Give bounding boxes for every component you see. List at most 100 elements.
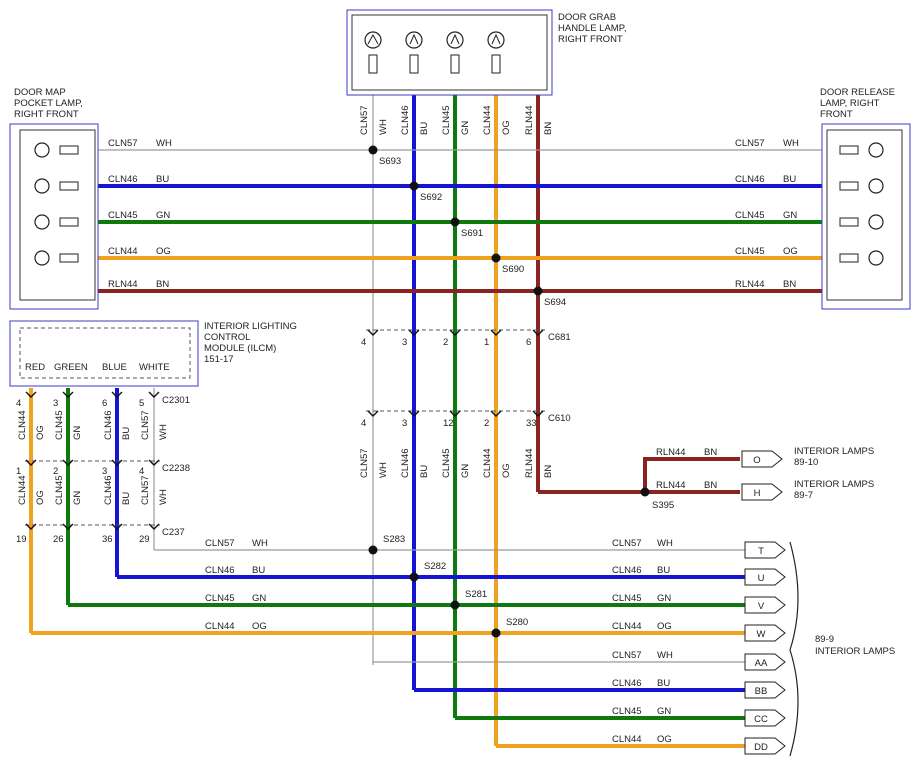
connector-label: C681 — [548, 332, 571, 343]
ilcm-title-1: INTERIOR LIGHTING — [204, 321, 297, 332]
splice-dot — [450, 600, 460, 610]
dest-label: INTERIOR LAMPS — [815, 646, 895, 657]
ilcm-module: RED GREEN BLUE WHITE INTERIOR LIGHTING C… — [9, 320, 297, 387]
wire-label-color: OG — [156, 246, 171, 257]
splice-label: S694 — [544, 297, 566, 308]
connector-pin-icon — [148, 523, 160, 530]
connector-pin-label: 19 — [16, 534, 27, 545]
wire-label-color: BU — [657, 565, 670, 576]
ilcm-pin-white: WHITE — [139, 362, 170, 373]
ilcm-pin-green: GREEN — [54, 362, 88, 373]
connector-pin-icon — [490, 410, 502, 417]
wire-label-circuit: RLN44 — [656, 480, 686, 491]
wire-label-circuit: CLN45 — [612, 706, 642, 717]
dest-label: 89-7 — [794, 490, 813, 501]
wire-label-color: WH — [378, 462, 389, 478]
connector-pin-icon — [25, 459, 37, 466]
terminal-connector — [744, 737, 786, 755]
wire-label-circuit: CLN44 — [482, 448, 493, 478]
connector-pin-icon — [367, 329, 379, 336]
lamp-bulb-icon — [364, 31, 505, 49]
wire-label-circuit: CLN44 — [612, 621, 642, 632]
terminal-pin-label: AA — [755, 658, 768, 669]
splice-layer — [25, 145, 650, 638]
splice-label: S281 — [465, 589, 487, 600]
wire-label-circuit: RLN44 — [524, 105, 535, 135]
terminal-connector — [744, 568, 786, 586]
wire-label-color: GN — [460, 121, 471, 135]
wire-label-circuit: CLN45 — [205, 593, 235, 604]
wire-label-color: WH — [158, 424, 169, 440]
connector-pin-icon — [532, 410, 544, 417]
wire-label-circuit: CLN45 — [441, 448, 452, 478]
connector-pin-label: 1 — [484, 337, 489, 348]
wire-label-circuit: CLN57 — [140, 475, 151, 505]
connector-pin-label: 3 — [53, 398, 58, 409]
connector-pin-label: 2 — [443, 337, 448, 348]
connector-pin-label: 3 — [402, 418, 407, 429]
terminal-pin-label: BB — [755, 686, 768, 697]
connector-pin-icon — [111, 459, 123, 466]
wire-label-color: WH — [156, 138, 172, 149]
connector-pin-icon — [62, 523, 74, 530]
wire-label-color: GN — [460, 464, 471, 478]
resistor-icon — [59, 145, 79, 263]
wire-label-circuit: CLN46 — [400, 105, 411, 135]
release-title-3: FRONT — [820, 109, 853, 120]
wire-label-circuit: CLN45 — [441, 105, 452, 135]
terminal-connector — [744, 653, 786, 671]
connector-lines — [25, 329, 545, 526]
ilcm-pin-blue: BLUE — [102, 362, 127, 373]
grab-title-2: HANDLE LAMP, — [558, 23, 626, 34]
connector-pin-icon — [62, 459, 74, 466]
wire-label-circuit: CLN44 — [108, 246, 138, 257]
ilcm-title-4: 151-17 — [204, 354, 234, 365]
wire-label-circuit: CLN57 — [359, 448, 370, 478]
connector-pin-label: 4 — [361, 337, 366, 348]
ilcm-title-2: CONTROL — [204, 332, 250, 343]
wire-label-color: WH — [378, 119, 389, 135]
terminal-pin-label: H — [754, 488, 761, 499]
connector-pin-label: 3 — [102, 466, 107, 477]
wire-label-color: WH — [158, 489, 169, 505]
connector-pin-label: 36 — [102, 534, 113, 545]
wire-label-circuit: CLN57 — [612, 538, 642, 549]
wire-label-color: OG — [252, 621, 267, 632]
splice-dot — [450, 217, 460, 227]
wire-label-circuit: CLN57 — [140, 410, 151, 440]
wire-label-circuit: CLN46 — [400, 448, 411, 478]
wire-label-color: OG — [657, 734, 672, 745]
wire-label-circuit: CLN44 — [612, 734, 642, 745]
terminal-connector — [741, 450, 783, 468]
resistor-icon — [839, 145, 859, 263]
door-grab-handle-lamp: DOOR GRAB HANDLE LAMP, RIGHT FRONT — [346, 9, 626, 96]
connector-pin-icon — [111, 523, 123, 530]
connector-pin-label: 4 — [361, 418, 366, 429]
wire-rln44-to-o — [643, 457, 740, 492]
connector-pin-icon — [62, 391, 74, 398]
wire-label-color: BN — [543, 122, 554, 135]
wire-label-color: GN — [657, 593, 671, 604]
splice-dot — [409, 181, 419, 191]
terminal-pin-label: V — [758, 601, 765, 612]
connector-pin-label: 6 — [102, 398, 107, 409]
splice-dot — [491, 628, 501, 638]
map-title-1: DOOR MAP — [14, 87, 66, 98]
connector-pin-label: 2 — [53, 466, 58, 477]
connector-pin-icon — [490, 329, 502, 336]
wire-label-color: BU — [419, 465, 430, 478]
splice-label: S693 — [379, 156, 401, 167]
wire-label-circuit: CLN57 — [108, 138, 138, 149]
wire-label-circuit: CLN45 — [735, 246, 765, 257]
splice-label: S283 — [383, 534, 405, 545]
splice-dot — [409, 572, 419, 582]
connector-pin-label: 4 — [139, 466, 144, 477]
terminal-connector — [744, 624, 786, 642]
release-title-2: LAMP, RIGHT — [820, 98, 880, 109]
connector-label: C2301 — [162, 395, 190, 406]
terminal-pin-label: W — [757, 629, 766, 640]
wire-label-circuit: CLN44 — [17, 475, 28, 505]
splice-dot — [368, 145, 378, 155]
